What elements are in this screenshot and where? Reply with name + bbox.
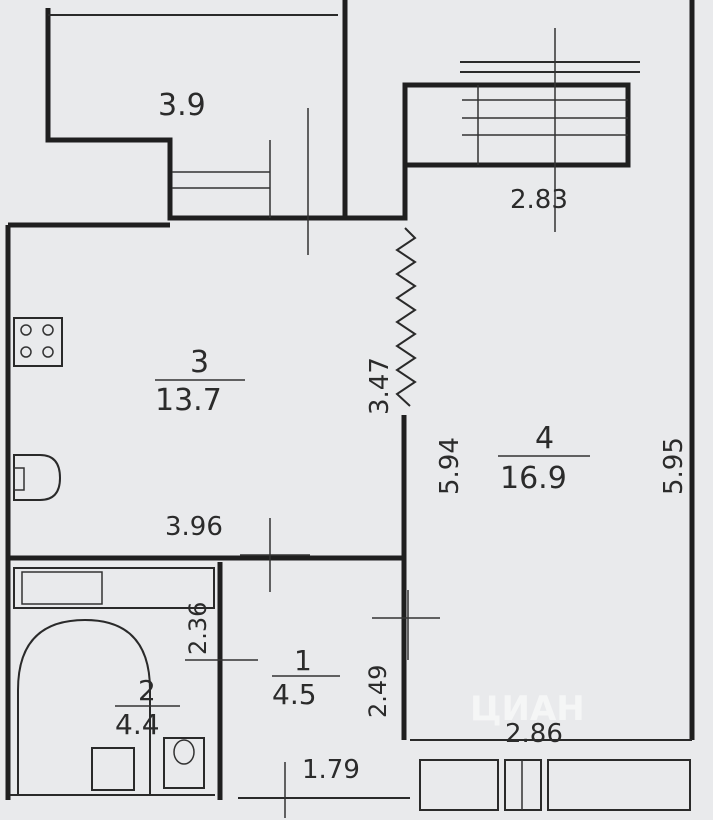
hall-area: 4.5	[272, 678, 317, 711]
balcony-area: 3.9	[158, 88, 206, 123]
kitchen-number: 3	[190, 345, 209, 380]
top-notch	[402, 82, 460, 165]
dim-hall-side: 2.49	[364, 665, 392, 718]
sink-icon	[13, 454, 62, 501]
hall-number: 1	[294, 644, 312, 677]
dim-top-right: 2.83	[510, 185, 568, 215]
washbasin-icon	[91, 747, 135, 791]
dim-kitchen-bottom: 3.96	[165, 512, 223, 542]
zigzag-partition	[395, 227, 417, 407]
dim-hall-bottom: 1.79	[302, 755, 360, 785]
top-right-wall	[345, 82, 631, 221]
bathroom-number: 2	[138, 674, 156, 707]
kitchen-area: 13.7	[155, 383, 222, 418]
walls	[5, 0, 695, 800]
toilet-icon	[163, 737, 205, 789]
wardrobe-blocks	[419, 759, 691, 811]
dim-living-right: 5.95	[659, 437, 689, 495]
balcony-left-wall	[45, 8, 345, 221]
stove-icon	[13, 317, 63, 367]
living-area: 16.9	[500, 461, 567, 496]
dim-living-bottom: 2.86	[505, 719, 563, 749]
bathroom-area: 4.4	[115, 708, 160, 741]
balcony-glazing	[172, 85, 628, 218]
dim-bath-side: 2.36	[184, 602, 212, 655]
living-number: 4	[535, 421, 554, 456]
dim-kitchen-side: 3.47	[365, 357, 395, 415]
dim-living-left: 5.94	[435, 437, 465, 495]
bath-arch-icon	[17, 618, 151, 795]
dimension-ticks	[185, 28, 556, 818]
bathtub-icon	[13, 567, 215, 609]
watermark: ЦИАН	[470, 689, 585, 729]
